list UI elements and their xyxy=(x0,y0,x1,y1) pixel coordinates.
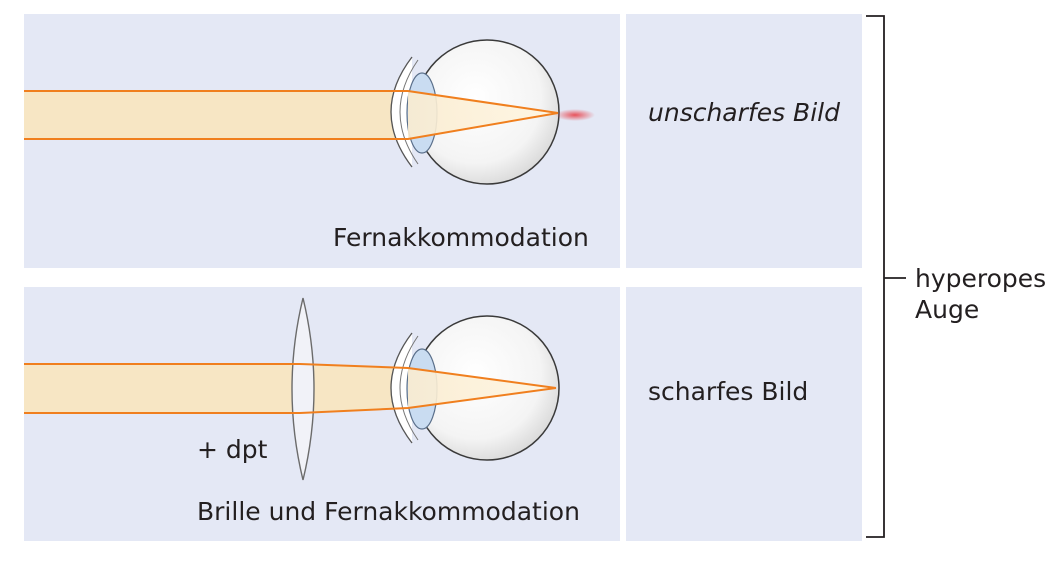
bottom-light-beam xyxy=(24,364,300,413)
bottom-cornea xyxy=(390,332,413,444)
bottom-result-panel xyxy=(626,287,862,541)
bottom-eye-diagram xyxy=(24,297,560,481)
bottom-focus-label: scharfes Bild xyxy=(648,377,809,406)
top-ray-lower xyxy=(24,112,559,140)
bottom-converging-cone xyxy=(408,368,556,408)
bottom-ray-upper xyxy=(24,363,557,389)
bracket-label-line2: Auge xyxy=(915,295,980,324)
top-blur-spot xyxy=(555,109,595,121)
top-accommodation-label: Fernakkommodation xyxy=(333,223,589,252)
right-bracket xyxy=(866,15,885,538)
bottom-accommodation-label: Brille und Fernakkommodation xyxy=(197,497,580,526)
top-focus-label: unscharfes Bild xyxy=(648,98,840,127)
top-ray-upper xyxy=(24,90,559,114)
convex-spectacle-lens xyxy=(291,297,315,481)
bracket-label-line1: hyperopes xyxy=(915,264,1047,293)
top-result-panel xyxy=(626,14,862,268)
top-eye-diagram xyxy=(24,39,595,185)
top-light-beam xyxy=(24,91,408,139)
top-converging-cone xyxy=(408,91,558,139)
lens-power-label: + dpt xyxy=(197,435,268,464)
bottom-ray-lower xyxy=(24,387,557,414)
